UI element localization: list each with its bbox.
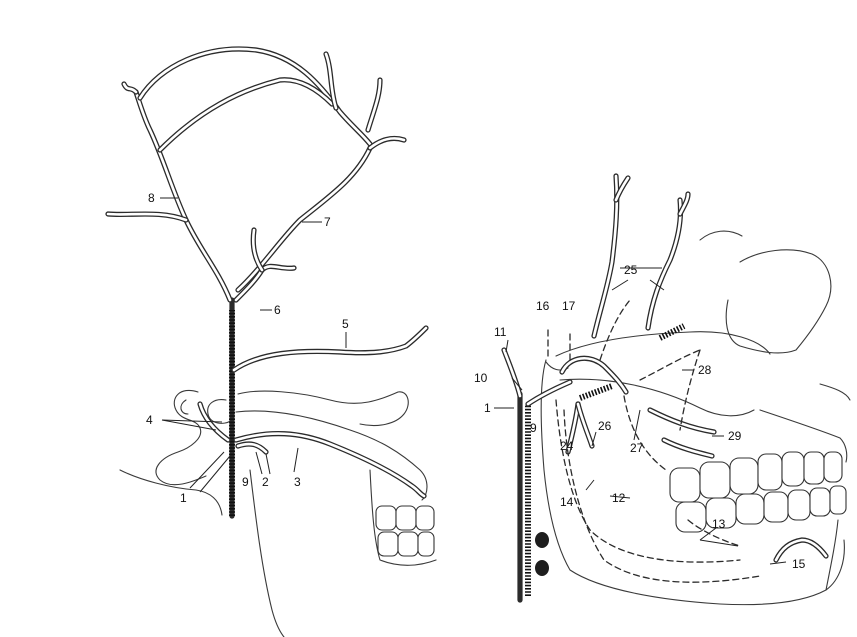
label-11-right: 11 [494,325,507,339]
label-16-right: 16 [536,299,550,313]
zygoma-right-lower-outline [560,379,754,416]
tooth [764,492,788,522]
label-10-right: 10 [474,371,488,385]
label-4-left: 4 [146,413,153,427]
condyle-outline [208,400,232,424]
right-teeth [670,452,846,532]
tooth [824,452,842,482]
label-12-right: 12 [612,491,626,505]
left-diagram: 1 2 3 4 5 6 7 8 9 [108,49,436,637]
tooth [416,506,434,530]
tooth [810,488,830,516]
tooth [758,454,782,490]
right-labels: 1 9 10 11 12 13 14 15 16 17 24 25 26 27 … [474,263,806,571]
label-1-left: 1 [180,491,187,505]
ear-inner-outline [181,400,188,414]
label-9-left: 9 [242,475,249,489]
label-28-right: 28 [698,363,712,377]
label-17-right: 17 [562,299,576,313]
label-27-right: 27 [630,441,644,455]
cheek-outline [120,470,222,515]
tooth [730,458,758,494]
label-26-right: 26 [598,419,612,433]
nasal-outline [820,384,850,400]
tooth [376,506,396,530]
tooth [396,506,416,530]
tooth [830,486,846,514]
label-14-right: 14 [560,495,574,509]
brow-outline [700,231,742,240]
left-teeth [376,506,434,556]
mandible-ramus-outline [250,470,284,637]
tooth [782,452,804,486]
tooth [398,532,418,556]
label-15-right: 15 [792,557,806,571]
label-9-right: 9 [530,421,537,435]
tooth [804,452,824,484]
label-8-left: 8 [148,191,155,205]
tooth [700,462,730,498]
tooth [736,494,764,524]
trunk-node [535,560,549,576]
left-vessels [108,49,426,496]
tooth [670,468,700,502]
label-6-left: 6 [274,303,281,317]
left-labels: 1 2 3 4 5 6 7 8 9 [146,191,349,505]
tooth [418,532,434,556]
trunk-node [535,532,549,548]
right-diagram: 1 9 10 11 12 13 14 15 16 17 24 25 26 27 … [474,176,850,605]
label-24-right: 24 [560,439,574,453]
label-13-right: 13 [712,517,726,531]
tooth [676,502,706,532]
label-3-left: 3 [294,475,301,489]
tooth [788,490,810,520]
label-5-left: 5 [342,317,349,331]
label-1-right: 1 [484,401,491,415]
zygomatic-arch-outline [238,391,408,425]
label-29-right: 29 [728,429,742,443]
label-2-left: 2 [262,475,269,489]
tooth [378,532,398,556]
label-7-left: 7 [324,215,331,229]
label-25-right: 25 [624,263,638,277]
